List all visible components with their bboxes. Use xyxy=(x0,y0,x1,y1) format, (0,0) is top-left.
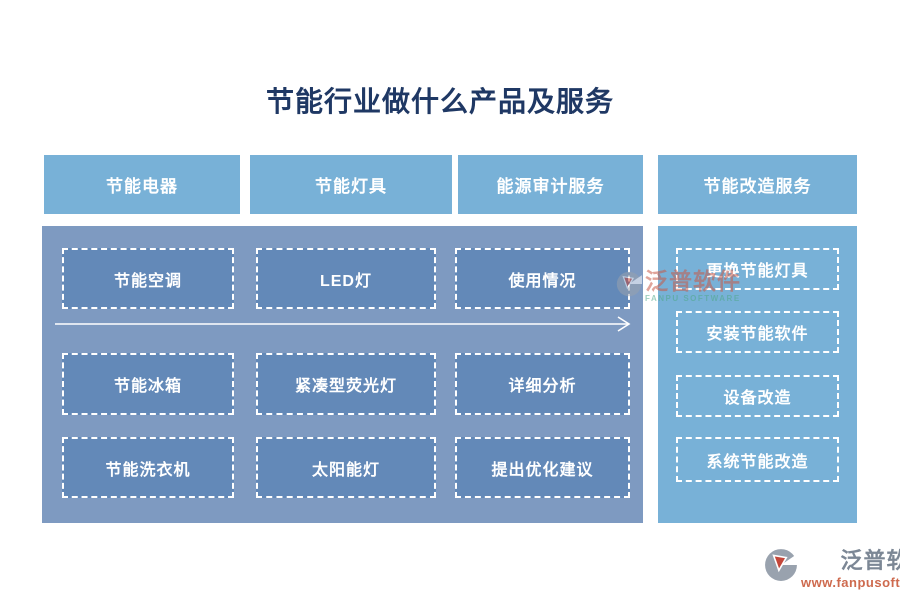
retrofit-service-panel: 更换节能灯具 安装节能软件 设备改造 系统节能改造 xyxy=(658,226,857,523)
column-header-energy-saving-lighting: 节能灯具 xyxy=(250,155,452,214)
box-appliances-1: 节能空调 xyxy=(62,248,234,309)
fanpu-logo-icon xyxy=(765,549,798,581)
column-header-energy-retrofit-service: 节能改造服务 xyxy=(658,155,857,214)
box-retrofit-2: 安装节能软件 xyxy=(676,311,839,353)
footer-brand-text: 泛普软件 xyxy=(840,548,900,573)
box-retrofit-1: 更换节能灯具 xyxy=(676,248,839,290)
box-lighting-1: LED灯 xyxy=(256,248,436,309)
box-retrofit-4: 系统节能改造 xyxy=(676,437,839,482)
box-audit-1: 使用情况 xyxy=(455,248,630,309)
box-appliances-3: 节能洗衣机 xyxy=(62,437,234,498)
products-panel: 节能空调 LED灯 使用情况 节能冰箱 紧凑型荧光灯 详细分析 节能洗衣机 太阳… xyxy=(42,226,643,523)
flow-arrow-right-icon xyxy=(55,316,631,332)
box-lighting-2: 紧凑型荧光灯 xyxy=(256,353,436,415)
box-appliances-2: 节能冰箱 xyxy=(62,353,234,415)
box-retrofit-3: 设备改造 xyxy=(676,375,839,417)
footer-logo: 泛普软件 www.fanpusoft.com xyxy=(764,548,900,590)
box-audit-3: 提出优化建议 xyxy=(455,437,630,498)
box-audit-2: 详细分析 xyxy=(455,353,630,415)
page-title: 节能行业做什么产品及服务 xyxy=(265,87,614,118)
column-header-energy-audit-service: 能源审计服务 xyxy=(458,155,643,214)
footer-url-text: www.fanpusoft.com xyxy=(801,575,900,590)
column-header-energy-saving-appliances: 节能电器 xyxy=(44,155,240,214)
box-lighting-3: 太阳能灯 xyxy=(256,437,436,498)
